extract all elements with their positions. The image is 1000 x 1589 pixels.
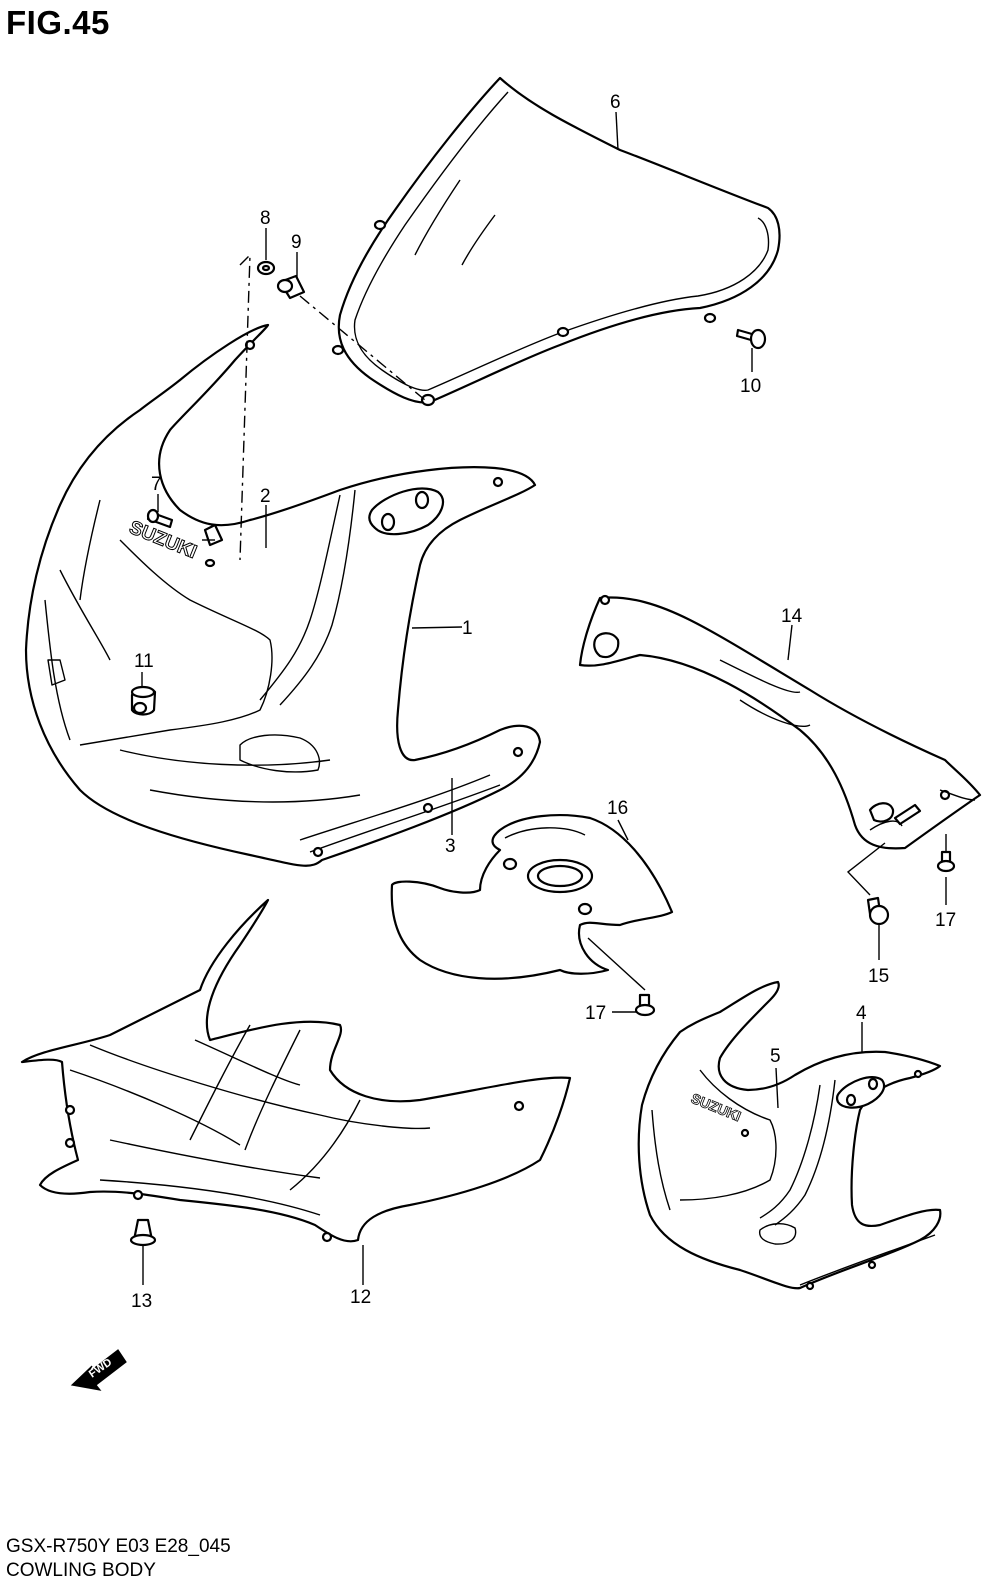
- fwd-arrow-icon: FWD: [70, 1349, 127, 1391]
- callout-10: 10: [740, 376, 761, 397]
- rivet-part-13: [129, 1218, 157, 1252]
- figure-title: FIG.45: [6, 4, 110, 41]
- screw-part-7: [146, 508, 174, 529]
- callout-14: 14: [781, 606, 803, 627]
- grommet-part-11: [130, 685, 157, 716]
- callout-8: 8: [260, 208, 271, 229]
- inner-panel-part-14: [578, 594, 982, 850]
- callout-4: 4: [856, 1003, 867, 1024]
- upper-cowling-part-1: [24, 323, 542, 867]
- callout-13: 13: [131, 1291, 152, 1312]
- nut-part-8: [256, 260, 276, 276]
- callout-5: 5: [770, 1046, 781, 1067]
- bushing-part-9: [276, 274, 306, 300]
- under-cowling-part-12: [20, 898, 572, 1243]
- callout-12: 12: [350, 1287, 371, 1308]
- callout-2: 2: [260, 486, 271, 507]
- model-code: GSX-R750Y E03 E28_045: [6, 1536, 231, 1557]
- callout-1: 1: [462, 618, 473, 639]
- bolt-part-17-lower: [634, 993, 656, 1017]
- callout-16: 16: [607, 798, 628, 819]
- bolt-part-17-right: [936, 850, 956, 873]
- callout-labels: 1 2 3 4 5 6 7 8 9 10 11 12 13 14 15 16 1…: [131, 92, 956, 1312]
- callout-11: 11: [134, 651, 154, 672]
- callout-6: 6: [610, 92, 621, 113]
- callout-3: 3: [445, 836, 456, 857]
- windscreen-part-6: [331, 76, 781, 407]
- callout-9: 9: [291, 232, 302, 253]
- callout-7: 7: [151, 474, 162, 495]
- callout-15: 15: [868, 966, 889, 987]
- figure-caption: COWLING BODY: [6, 1560, 156, 1581]
- upper-cowling-part-4: [637, 980, 942, 1291]
- callout-17-lower: 17: [585, 1003, 606, 1024]
- leader-lines: [141, 111, 947, 1285]
- callout-17-right: 17: [935, 910, 956, 931]
- bolt-part-15: [866, 896, 890, 926]
- screw-part-10: [735, 328, 767, 350]
- inner-bracket-part-16: [390, 814, 674, 980]
